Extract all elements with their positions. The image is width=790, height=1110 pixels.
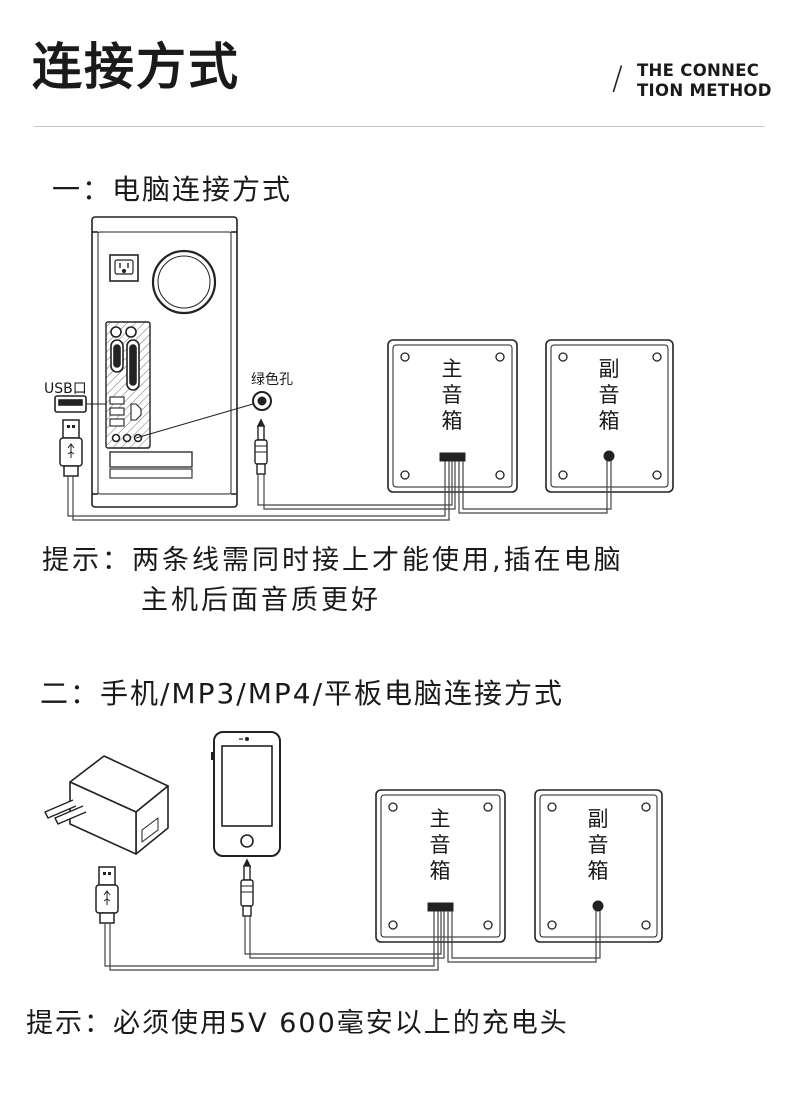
audio-jack-plug-2-icon [240, 858, 254, 917]
green-port-label: 绿色孔 [251, 371, 293, 388]
subtitle-slash: / [612, 59, 623, 97]
cables-section2 [104, 911, 601, 971]
svg-text:音: 音 [430, 833, 451, 857]
usb-port-label: USB口 [44, 381, 87, 397]
section2-tip: 提示：必须使用5V 600毫安以上的充电头 [26, 1008, 569, 1039]
cables-section1 [67, 461, 612, 521]
computer-tower-icon [91, 216, 238, 508]
section1-heading: 一：电脑连接方式 [52, 173, 293, 206]
section2-heading: 二：手机/MP3/MP4/平板电脑连接方式 [40, 677, 565, 710]
section1-tip-line2: 主机后面音质更好 [141, 585, 381, 616]
svg-text:主: 主 [430, 807, 451, 831]
svg-text:音: 音 [588, 833, 609, 857]
green-audio-port-icon [252, 391, 272, 411]
main-speaker-1-label: 主 音 箱 [442, 357, 463, 433]
sub-speaker-2-label: 副 音 箱 [588, 807, 609, 883]
subtitle-english-line2: TION METHOD [637, 81, 772, 100]
page-title: 连接方式 [32, 38, 240, 96]
svg-text:箱: 箱 [599, 409, 620, 433]
smartphone-icon [211, 731, 281, 857]
section1-tip-line1: 提示：两条线需同时接上才能使用,插在电脑 [42, 545, 624, 576]
header-divider [34, 126, 765, 127]
audio-jack-plug-icon [254, 418, 268, 475]
usb-plug-2-icon [95, 866, 119, 924]
svg-text:箱: 箱 [430, 859, 451, 883]
svg-text:副: 副 [588, 807, 609, 831]
svg-text:副: 副 [599, 357, 620, 381]
svg-text:音: 音 [442, 383, 463, 407]
power-adapter-icon [44, 755, 169, 855]
svg-text:箱: 箱 [588, 859, 609, 883]
subtitle-english-line1: THE CONNEC [637, 61, 760, 80]
usb-port-icon [54, 395, 106, 413]
sub-speaker-2 [534, 789, 663, 943]
sub-speaker-1-label: 副 音 箱 [599, 357, 620, 433]
sub-speaker-1 [545, 339, 674, 493]
svg-text:音: 音 [599, 383, 620, 407]
usb-plug-icon [59, 419, 83, 477]
main-speaker-2-label: 主 音 箱 [430, 807, 451, 883]
svg-text:主: 主 [442, 357, 463, 381]
green-port-pointer-line [135, 403, 254, 439]
svg-text:箱: 箱 [442, 409, 463, 433]
